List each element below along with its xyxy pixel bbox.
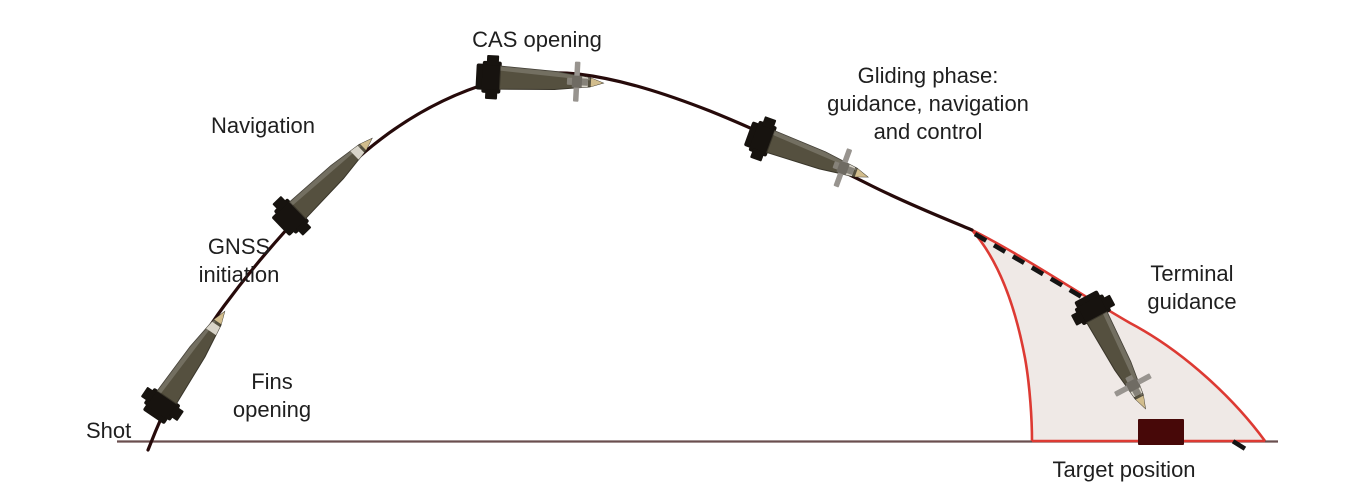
terminal-dashed-path [973,232,1094,305]
label-navigation: Navigation [211,113,315,138]
label-gnss-initiation: GNSS initiation [198,234,280,287]
label-cas-opening: CAS opening [472,27,602,52]
footprint-left-border [971,229,1034,442]
label-shot: Shot [86,418,132,443]
impact-dash-mark [1231,439,1247,451]
footprint-top-border [971,228,1267,442]
label-target-position: Target position [1052,457,1196,482]
label-terminal-guidance: Terminal guidance [1147,261,1237,314]
projectile-apex-cas-phase [474,53,605,106]
projectile-ascent-phase [264,122,388,244]
label-fins-opening: Fins opening [232,369,312,422]
target-box [1138,419,1184,445]
label-gliding-phase: Gliding phase: guidance, navigation and … [827,63,1029,144]
projectile-shot-phase [134,299,244,431]
